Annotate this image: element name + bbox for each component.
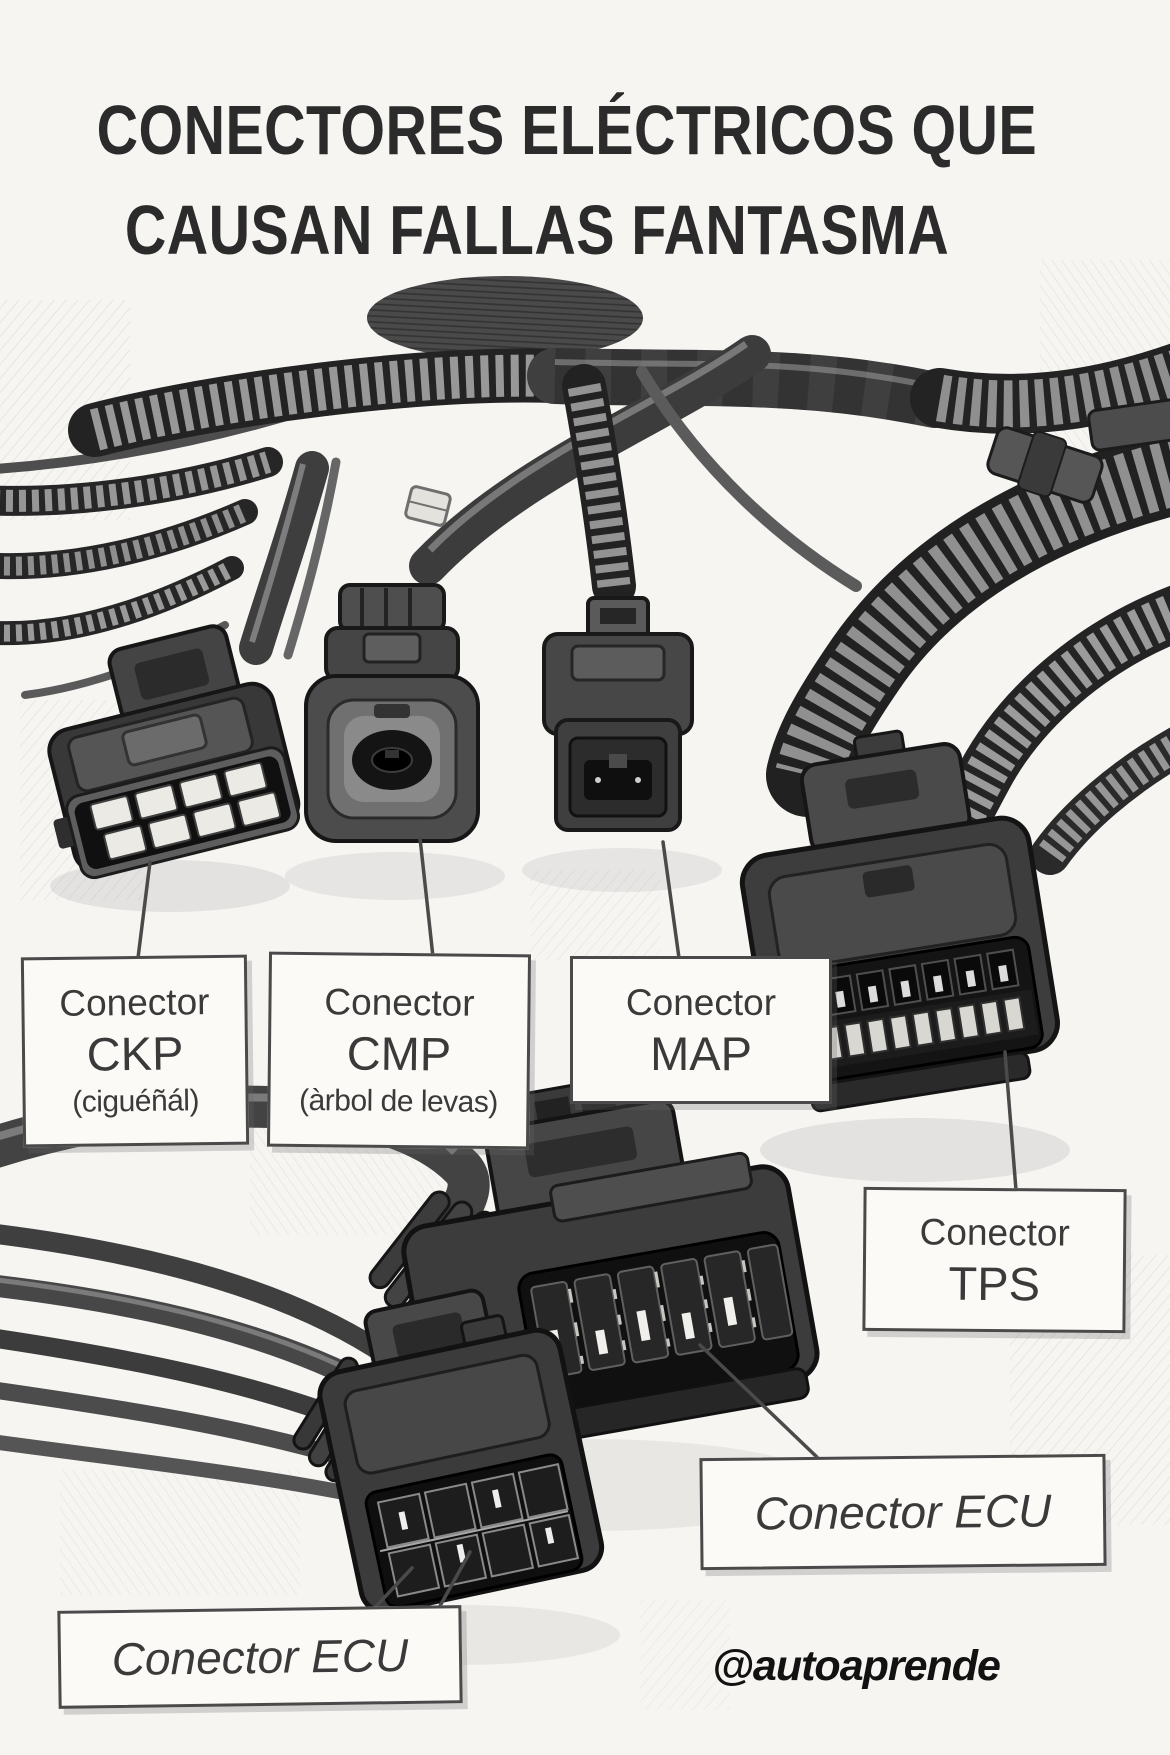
ecu-center-label-box: Conector ECU (699, 1453, 1107, 1571)
ecu-bottom-connector-drawing (317, 1288, 605, 1615)
cmp-label-line1: Conector (324, 980, 475, 1024)
poster-title: CONECTORES ELÉCTRICOS QUE CAUSAN FALLAS … (0, 80, 1074, 280)
cmp-label-line3: (àrbol de levas) (298, 1083, 499, 1119)
ckp-label-line3: (ciguéñál) (72, 1084, 200, 1119)
tps-label-box: Conector TPS (862, 1186, 1127, 1334)
leader-lines (136, 836, 1018, 1634)
ckp-label-line2: CKP (86, 1026, 184, 1081)
map-connector-drawing (542, 596, 694, 832)
cmp-label-box: Conector CMP (àrbol de levas) (266, 951, 532, 1150)
poster-title-line2: CAUSAN FALLAS FANTASMA (124, 191, 950, 269)
ecu-bottom-left-label-text: Conector ECU (111, 1628, 409, 1686)
tps-connector-drawing (739, 729, 1060, 1113)
map-label-box: Conector MAP (570, 956, 832, 1104)
watermark-handle: @autoaprende (712, 1642, 1001, 1690)
poster-title-line1: CONECTORES ELÉCTRICOS QUE (96, 91, 1038, 169)
cmp-label-line2: CMP (346, 1025, 452, 1081)
ecu-center-label-text: Conector ECU (754, 1484, 1052, 1540)
ckp-connector-drawing (47, 624, 301, 880)
tps-label-line1: Conector (919, 1211, 1070, 1254)
ckp-label-line1: Conector (59, 981, 210, 1024)
top-harness-drawing (0, 276, 1170, 875)
cmp-connector-drawing (304, 583, 480, 843)
map-label-line2: MAP (650, 1027, 752, 1080)
ckp-label-box: Conector CKP (ciguéñál) (20, 954, 250, 1148)
ecu-bottom-left-label-box: Conector ECU (57, 1605, 463, 1709)
tps-label-line2: TPS (948, 1256, 1041, 1311)
map-label-line1: Conector (625, 982, 777, 1023)
